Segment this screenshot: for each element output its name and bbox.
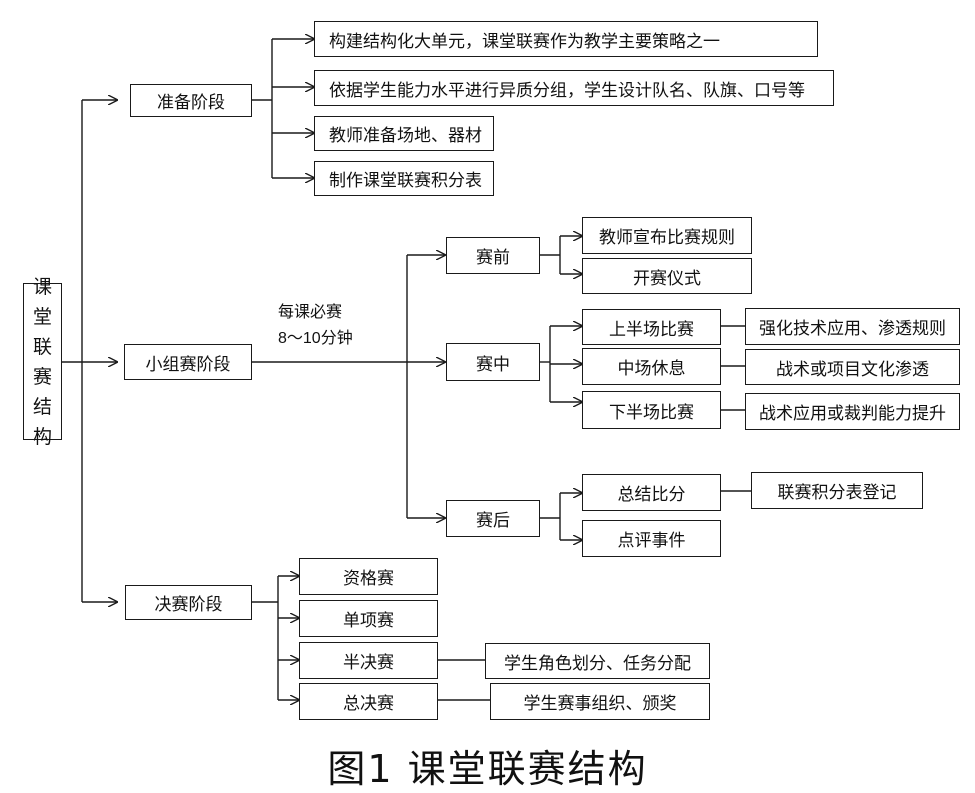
final-detail: 学生赛事组织、颁奖 bbox=[490, 683, 710, 720]
during-item: 上半场比赛 bbox=[582, 309, 721, 345]
after-item: 总结比分 bbox=[582, 474, 721, 511]
prep-item: 构建结构化大单元，课堂联赛作为教学主要策略之一 bbox=[314, 21, 818, 57]
before-item: 教师宣布比赛规则 bbox=[582, 217, 752, 254]
root-char: 堂 bbox=[32, 305, 52, 328]
note-line: 8～10分钟 bbox=[278, 330, 353, 347]
root-node: 课 堂 联 赛 结 构 bbox=[23, 276, 62, 448]
prep-item: 制作课堂联赛积分表 bbox=[314, 161, 494, 196]
final-item: 资格赛 bbox=[299, 558, 438, 595]
group-stage-note: 每课必赛 8～10分钟 bbox=[278, 300, 353, 352]
final-item: 单项赛 bbox=[299, 600, 438, 637]
during-detail: 战术应用或裁判能力提升 bbox=[745, 393, 960, 430]
phase-after: 赛后 bbox=[446, 500, 540, 537]
phase-during: 赛中 bbox=[446, 343, 540, 381]
prep-item: 教师准备场地、器材 bbox=[314, 116, 494, 151]
root-char: 结 bbox=[32, 395, 52, 418]
before-item: 开赛仪式 bbox=[582, 258, 752, 294]
during-item: 下半场比赛 bbox=[582, 391, 721, 429]
root-char: 联 bbox=[32, 335, 52, 358]
stage-final: 决赛阶段 bbox=[125, 585, 252, 620]
root-char: 构 bbox=[32, 425, 52, 448]
note-line: 每课必赛 bbox=[278, 304, 343, 321]
root-char: 课 bbox=[32, 275, 52, 298]
figure-caption: 图1 课堂联赛结构 bbox=[327, 747, 648, 791]
during-detail: 强化技术应用、渗透规则 bbox=[745, 308, 960, 345]
stage-group: 小组赛阶段 bbox=[124, 344, 252, 380]
during-detail: 战术或项目文化渗透 bbox=[745, 349, 960, 385]
root-char: 赛 bbox=[32, 365, 52, 388]
during-item: 中场休息 bbox=[582, 348, 721, 385]
after-item: 点评事件 bbox=[582, 520, 721, 557]
final-item: 总决赛 bbox=[299, 683, 438, 720]
stage-prep: 准备阶段 bbox=[130, 84, 252, 117]
final-detail: 学生角色划分、任务分配 bbox=[485, 643, 710, 679]
final-item: 半决赛 bbox=[299, 642, 438, 679]
prep-item: 依据学生能力水平进行异质分组，学生设计队名、队旗、口号等 bbox=[314, 70, 834, 106]
after-detail: 联赛积分表登记 bbox=[751, 472, 923, 509]
phase-before: 赛前 bbox=[446, 237, 540, 274]
